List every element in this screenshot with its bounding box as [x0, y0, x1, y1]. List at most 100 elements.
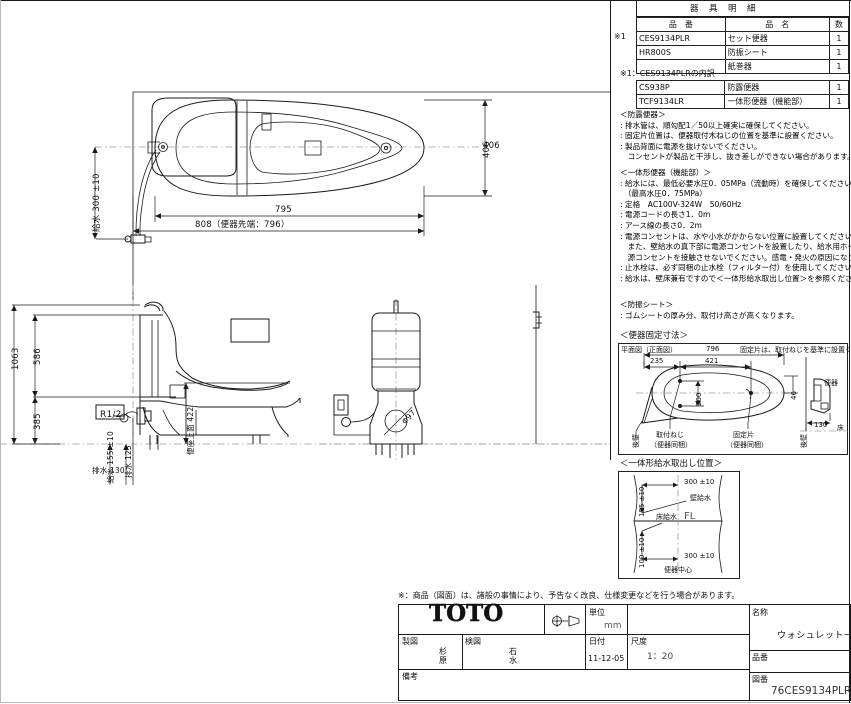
tb-drawingno-label: 図番 — [752, 675, 768, 684]
parts-qty: 1 — [828, 59, 850, 74]
parts-table: 品 番 品 名 数 CES9134PLR セット便器 1 HR800S 防振シー… — [636, 17, 850, 74]
tb-date-value: 11-12-05 — [588, 654, 625, 663]
subparts-name: 防露便器 — [724, 80, 831, 95]
water-bottom-dim: 300 ±10 — [684, 552, 715, 560]
tb-rule-2 — [399, 669, 749, 670]
note-heading: ＜防露便器＞ — [620, 110, 666, 119]
subparts-name: 一体形便器（機能部） — [724, 94, 831, 109]
note-line: : アース線の長さ0．2m — [620, 220, 702, 230]
elev-dim-total: 1063 — [11, 347, 21, 370]
fixdim-floor-offset: 130 — [814, 421, 828, 429]
sheet-border-top — [0, 0, 851, 1]
note-line: 源コンセントを接触させないでください。感電・発火の原因になります。 — [627, 252, 851, 262]
plan-dim-depth: 406 — [483, 141, 500, 151]
sheet-border-left — [0, 0, 1, 703]
note-line: : 止水栓は、必ず同梱の止水栓（フィルター付）を使用してください。 — [620, 263, 851, 273]
parts-sub-table: CS938P 防露便器 1 TCF9134LR 一体形便器（機能部） 1 — [635, 80, 849, 109]
parts-col-code: 品 番 — [636, 17, 726, 32]
tb-name-label: 名称 — [752, 608, 768, 617]
panel-divider — [610, 0, 611, 460]
parts-code: CES9134PLR — [636, 31, 726, 46]
tb-scale-value: 1：20 — [647, 652, 674, 662]
tb-drawn-label: 製図 — [402, 637, 418, 646]
plan-dim-supply: 給水 300 ±10 — [92, 173, 102, 232]
plan-dim-depth-rot: 406 — [482, 141, 492, 158]
tb-scale-label: 尺度 — [631, 637, 647, 646]
elev-dim-upper: 586 — [33, 348, 43, 365]
fixdim-wall-left-label: 後壁 — [632, 434, 640, 448]
parts-caption-vrule — [636, 0, 637, 17]
side-elevation-drawing — [0, 285, 610, 485]
fixdim-drawing — [635, 352, 846, 439]
note-line: : 排水管は、順勾配1／50以上確実に確保してください。 — [620, 120, 814, 130]
tb-remarks-label: 備考 — [402, 672, 418, 681]
water-fl-label: FL — [684, 511, 696, 522]
note-line: : 電源コードの長さ1．0m — [620, 210, 711, 220]
parts-name: 防振シート — [724, 45, 830, 60]
note-line: : ゴムシートの厚み分、取付け高さが高くなります。 — [620, 310, 799, 320]
note-line: コンセントが製品と干渉し、抜き差しができない場合があります。 — [620, 152, 851, 162]
note-block-sheet: ＜防振シート＞ : ゴムシートの厚み分、取付け高さが高くなります。 — [620, 300, 799, 321]
plan-view-drawing — [92, 91, 610, 300]
tb-date-label: 日付 — [589, 637, 605, 646]
fixdim-view-label: 平面図（正面図） — [621, 346, 677, 354]
tb-rule-3 — [749, 650, 850, 651]
parts-col-name: 品 名 — [724, 17, 830, 32]
title-block: TOTO 単位 mm 製図 杉原 検図 石水 日付 11-12-05 尺度 1：… — [398, 602, 851, 701]
fixdim-fix-label: 固定片 — [733, 431, 754, 439]
parts-subcaption: ※1：CES9134PLRの内訳 — [620, 69, 715, 78]
tb-drawn-value: 杉原 — [439, 647, 447, 665]
water-frame — [618, 471, 740, 579]
parts-caption-rule — [636, 16, 849, 17]
tb-vrule-drawn — [462, 634, 463, 669]
parts-code: HR800S — [636, 45, 726, 60]
note-line: また、壁給水の真下部に電源コンセントを設置したり、給水用ホースと電 — [627, 242, 851, 252]
parts-qty: 1 — [828, 31, 850, 46]
table-row: 紙巻器 1 — [636, 59, 850, 74]
note-line: : 給水は、壁床兼有ですので＜一体形給水取出し位置＞を参照ください。 — [620, 273, 851, 283]
tb-vrule-unit — [627, 605, 628, 669]
sheet-change-note: ※：商品（図面）は、諸般の事情により、予告なく改良、仕様変更などを行う場合があり… — [398, 591, 740, 600]
water-floor-supply-label: 床給水 — [656, 513, 677, 521]
elev-thread-label: R1/2 — [100, 410, 122, 420]
water-left-lower-dim: 100 ±10 — [638, 537, 646, 568]
fixdim-floor-label: 床 — [837, 424, 844, 432]
elev-dim-drain-v: 排水 125 — [124, 445, 133, 478]
parts-table-header-row: 品 番 品 名 数 — [636, 17, 850, 32]
rear-view-drawing — [320, 285, 610, 460]
parts-qty: 1 — [828, 45, 850, 60]
subparts-code: TCF9134LR — [635, 94, 726, 109]
fixdim-frame — [618, 343, 848, 455]
fixdim-wall-side-label: 後壁 — [800, 434, 808, 448]
subparts-code: CS938P — [635, 80, 726, 95]
note-line: : 給水には、最低必要水圧0．05MPa（流動時）を確保してください。 — [620, 178, 851, 188]
tb-rule-1 — [399, 634, 749, 635]
tb-vrule-name — [749, 605, 750, 700]
note-heading: ＜一体形便器（機能部）＞ — [620, 168, 712, 177]
water-left-upper-dim: 155 ±10 — [638, 486, 646, 517]
tb-checked-value: 石水 — [509, 647, 517, 665]
water-top-dim: 300 ±10 — [684, 478, 715, 486]
fixdim-screw-sublabel: （便器同梱） — [650, 441, 692, 449]
table-row: TCF9134LR 一体形便器（機能部） 1 — [635, 94, 849, 109]
note-line: （最高水圧0．75MPa） — [620, 189, 707, 199]
tb-brand: TOTO — [429, 602, 504, 625]
parts-col-qty: 数 — [828, 17, 850, 32]
tb-rule-4 — [749, 672, 850, 673]
tb-unit-label: 単位 — [589, 608, 605, 617]
water-center-label: 便器中心 — [664, 566, 692, 574]
elev-dim-seat: 便座上面 422 — [186, 406, 195, 455]
parts-row-mark: ※1 — [614, 32, 626, 41]
sheet-border-bottom — [0, 702, 851, 703]
fixdim-offset: 46 — [790, 391, 798, 400]
table-row: HR800S 防振シート 1 — [636, 45, 850, 60]
fixdim-overall: 796 — [706, 345, 720, 353]
note-block-ittaikei: ＜一体形便器（機能部）＞ : 給水には、最低必要水圧0．05MPa（流動時）を確… — [620, 168, 851, 285]
fixdim-screw-label: 取付ねじ — [656, 431, 684, 439]
fixdim-right: 421 — [705, 357, 719, 365]
tb-drawingno-value: 76CES9134PLR-000001 — [771, 685, 851, 697]
tb-unit-value: mm — [604, 621, 622, 631]
water-heading: ＜一体形給水取出し位置＞ — [620, 459, 723, 469]
note-line: : 電源コンセントは、水や小水がかからない位置に設置してください。 — [620, 231, 851, 241]
water-wall-supply-label: 壁給水 — [690, 494, 711, 502]
